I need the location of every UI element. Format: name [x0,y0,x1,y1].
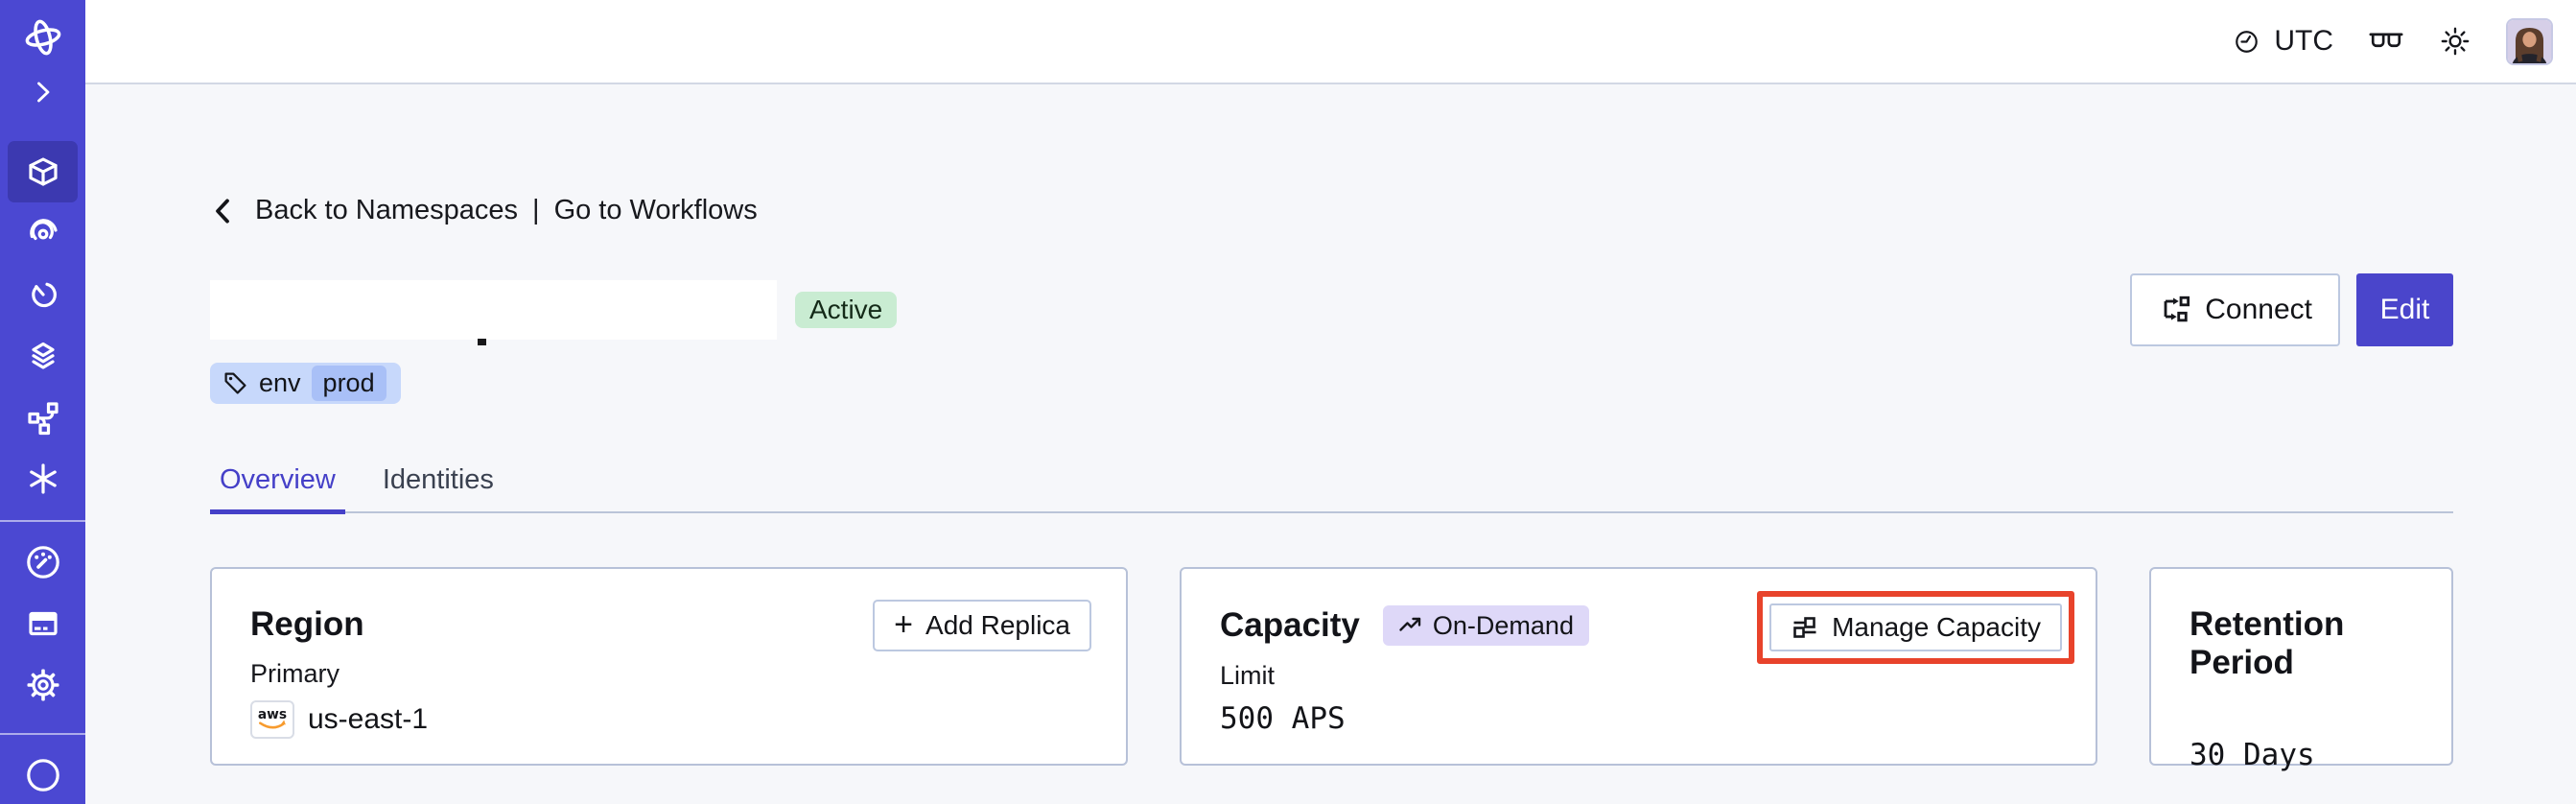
namespace-actions: Connect Edit [2130,273,2453,346]
sidebar-item-namespaces[interactable] [0,141,85,202]
temporal-logo[interactable] [0,10,85,65]
sidebar-item-nexus[interactable] [0,448,85,509]
tab-bar: Overview Identities [210,464,2453,514]
sidebar-divider [0,520,85,522]
tag-row: env prod [210,363,2453,404]
namespace-title-redacted [210,280,777,345]
main-content: Back to Namespaces | Go to Workflows Act… [85,84,2576,804]
add-replica-button[interactable]: + Add Replica [873,600,1091,651]
redaction-artifact [478,339,486,345]
namespace-tag-chip: env prod [210,363,401,404]
temporal-logo-icon [25,19,60,56]
region-value-row: aws us-east-1 [250,700,1088,739]
region-card: Region + Add Replica Primary aws us-east… [210,567,1128,766]
deployments-layers-icon [31,342,55,369]
tag-key: env [259,368,301,397]
batch-branch-icon [27,402,59,436]
timezone-selector[interactable]: UTC [2232,25,2333,58]
capacity-value: 500 APS [1220,701,1346,736]
tab-identities[interactable]: Identities [382,464,494,495]
add-replica-label: Add Replica [925,610,1070,640]
user-avatar[interactable] [2506,17,2553,65]
capacity-card: Capacity On-Demand [1180,567,2097,766]
schedules-timer-icon [31,282,57,308]
sidebar-item-schedules[interactable] [0,264,85,325]
glasses-icon [2369,33,2403,48]
sidebar-item-settings[interactable] [0,654,85,716]
back-chevron-icon [216,198,229,224]
billing-card-icon [28,611,58,636]
workflows-spiral-icon [29,219,58,241]
sidebar-item-batch-operations[interactable] [0,387,85,448]
svg-text:aws: aws [258,707,287,722]
region-value: us-east-1 [308,703,429,735]
on-demand-label: On-Demand [1432,610,1574,640]
aws-provider-badge: aws [250,700,294,739]
edit-button-label: Edit [2379,294,2430,325]
status-badge: Active [795,292,898,328]
timezone-label: UTC [2274,25,2333,57]
top-bar: UTC [85,0,2576,84]
connect-flow-icon [2164,296,2190,322]
plus-icon: + [894,605,914,643]
sidebar-item-deployments[interactable] [0,325,85,387]
sidebar-expand-button[interactable] [0,65,85,121]
sidebar-item-usage[interactable] [0,532,85,593]
manage-capacity-label: Manage Capacity [1832,612,2041,642]
theme-toggle-button[interactable] [2439,25,2471,58]
namespace-header: Active Connect Edit [210,273,2453,346]
tab-overview[interactable]: Overview [210,464,345,514]
connect-button[interactable]: Connect [2130,273,2340,346]
retention-value: 30 Days [2190,738,2315,772]
overview-cards: Region + Add Replica Primary aws us-east… [210,567,2453,772]
region-card-title: Region [250,605,364,643]
breadcrumb: Back to Namespaces | Go to Workflows [210,195,2453,226]
sidebar-item-workflows[interactable] [0,202,85,264]
tag-value: prod [311,366,386,401]
manage-capacity-highlight: Manage Capacity [1757,591,2074,664]
sidebar [0,0,85,804]
sliders-icon [1793,617,1816,638]
labs-button[interactable] [2368,26,2404,57]
brightness-sun-icon [2441,27,2470,56]
clock-icon [2236,30,2259,53]
sidebar-item-support[interactable] [0,743,85,804]
trending-up-icon [1399,617,1421,631]
edit-button[interactable]: Edit [2356,273,2453,346]
retention-card: Retention Period 30 Days [2149,567,2453,772]
on-demand-badge: On-Demand [1382,605,1589,646]
back-to-namespaces-link[interactable]: Back to Namespaces [255,195,519,225]
connect-button-label: Connect [2205,294,2312,325]
manage-capacity-button[interactable]: Manage Capacity [1769,603,2062,651]
primary-label: Primary [250,659,340,688]
support-circle-icon [26,759,59,792]
breadcrumb-separator: | [532,195,540,225]
usage-gauge-icon [26,546,59,579]
aws-logo-icon: aws [258,707,287,729]
retention-card-title: Retention Period [2190,605,2345,681]
settings-gear-icon [27,669,59,701]
sidebar-divider [0,733,85,735]
tag-icon [224,372,246,394]
nexus-asterisk-icon [29,463,57,494]
capacity-card-title: Capacity [1220,606,1360,644]
namespaces-cube-icon [28,157,58,186]
go-to-workflows-link[interactable]: Go to Workflows [553,195,758,225]
limit-label: Limit [1220,661,1276,690]
chevron-right-icon [36,82,49,103]
sidebar-item-billing[interactable] [0,593,85,654]
avatar-photo [2508,19,2551,63]
